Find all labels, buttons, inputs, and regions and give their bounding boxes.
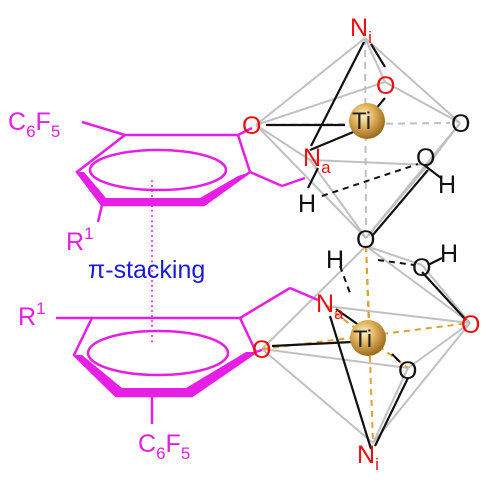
solid-bonds: [266, 41, 467, 450]
o-phenoxide-lower-label: O: [252, 336, 271, 364]
upper-ring-bold-edge: [77, 172, 250, 205]
ti-lower-label: Ti: [353, 326, 372, 353]
r1-lower-label: R1: [18, 299, 46, 331]
o-hydroxyl-upper-label: O: [416, 144, 435, 172]
o-ring-upper-label: O: [376, 72, 395, 100]
ti-upper-label: Ti: [352, 108, 371, 135]
o-hydroxyl-lower-label: O: [412, 254, 431, 282]
c6f5-lower-label: C6F5: [138, 430, 190, 463]
ni-upper-label: Ni: [350, 14, 372, 47]
ni-lower-label: Ni: [357, 441, 379, 474]
lower-arene-ring: [72, 316, 258, 398]
o-ring-lower-label: O: [398, 357, 417, 385]
o-right-lower-label: O: [461, 311, 480, 339]
na-upper-label: Na: [303, 144, 331, 177]
o-phenoxide-upper-label: O: [242, 112, 261, 140]
h-upper-label: H: [298, 190, 316, 218]
o-right-upper-label: O: [451, 110, 470, 138]
o-bridge-label: O: [356, 226, 375, 254]
na-lower-label: Na: [316, 290, 344, 323]
c6f5-upper-label: C6F5: [8, 108, 60, 141]
lower-ring-substituent-bonds: [56, 286, 319, 424]
upper-ring-substituent-bonds: [81, 120, 306, 223]
h-hydroxyl-upper-label: H: [438, 171, 456, 199]
ti-sphere-lower: [350, 320, 386, 356]
lower-polyhedron: [261, 245, 471, 444]
lower-ring-bold-edge: [74, 352, 256, 396]
upper-polyhedron: [255, 37, 461, 239]
hydrogen-bonds: [321, 163, 419, 294]
pi-stacking-label: π-stacking: [88, 256, 205, 284]
ti-sphere-upper: [349, 103, 385, 139]
r1-upper-label: R1: [66, 224, 94, 256]
h-lower-label: H: [326, 246, 344, 274]
h-hydroxyl-lower-label: H: [440, 240, 458, 268]
